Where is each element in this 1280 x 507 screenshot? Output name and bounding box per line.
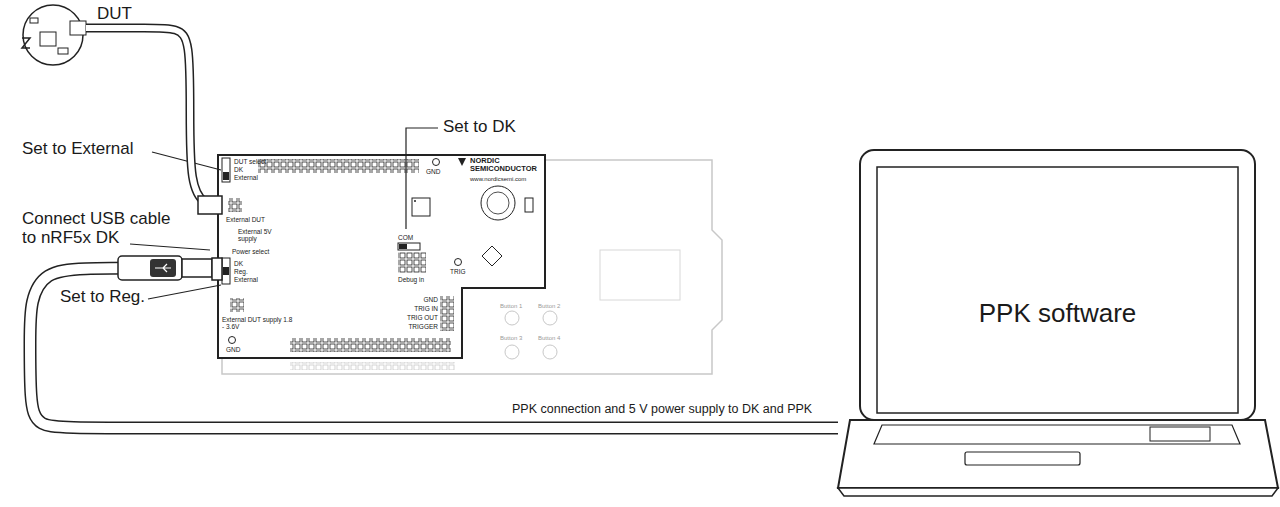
callout-text: Set to DK [443,118,516,137]
usb-symbol [155,264,171,272]
logo-text: NORDIC SEMICONDUCTOR [470,157,550,174]
callout-text: Set to Reg. [60,288,145,307]
button-label: Button 4 [538,335,560,342]
button-label: Button 2 [538,303,560,310]
switch-knob [399,244,407,249]
switch-knob [223,267,229,275]
board-silkscreen: Debug in [398,276,424,283]
pin-header [290,338,451,352]
slide-switch [398,243,420,250]
pin-header [230,298,244,312]
cable-label: PPK connection and 5 V power supply to D… [510,403,814,417]
board-silkscreen: Power select [232,248,269,255]
battery-holder [487,192,509,214]
leader-line [406,128,438,229]
ppk-board-outline [218,155,545,358]
board-silkscreen: TRIG [450,268,466,275]
chip-dot [414,200,416,202]
button-label: Button 3 [500,335,522,342]
board-silkscreen: Reg. [234,268,248,275]
chip-symbol [412,198,430,216]
test-point [455,259,462,266]
component [58,48,68,54]
cable-core [86,28,218,205]
usb-icon [150,259,176,277]
device-label: DUT [97,5,132,24]
cable [86,28,218,205]
dut-board: DUT [20,4,86,66]
logo-mark [458,158,466,166]
laptop-display [877,167,1238,413]
logo-mark [22,38,30,48]
pin-header [440,296,454,331]
slide-switch [222,158,230,182]
laptop-keyboard [1150,427,1210,441]
pin-name: GND [398,296,438,303]
connector [70,21,86,35]
board-silkscreen: External 5V supply [238,228,274,242]
pin-name: TRIGGER [398,323,438,330]
button-label: Button 1 [500,303,522,310]
button-symbol [505,345,519,359]
ppk-board: DUT selectDKExternalExternal DUTExternal… [218,155,545,358]
laptop-screen [860,150,1255,420]
cable [30,268,838,428]
board-silkscreen: GND [426,168,440,175]
board-silkscreen: DK [234,260,243,267]
led-symbol [525,198,533,212]
board-silkscreen: GND [226,346,240,353]
laptop-lip [838,488,1278,496]
board-silkscreen: External DUT [226,216,265,223]
laptop-keyboard [874,425,1240,444]
button-symbol [543,345,557,359]
pin-header [258,159,419,173]
cable-core [30,268,838,428]
laptop-base [838,420,1278,488]
connector [198,196,222,214]
chip-symbol [40,32,56,46]
cable-group [86,28,218,205]
laptop-touchpad [965,452,1080,465]
callout-text: Set to External [22,140,134,159]
board-silkscreen: External [234,174,258,181]
leader-line [130,244,210,250]
board-silkscreen: External [234,276,258,283]
board-silkscreen: DUT select [234,158,266,165]
cable-group [30,268,838,428]
pin-header [398,252,426,273]
button-symbol [543,311,557,325]
switch-knob [223,172,229,180]
laptop: PPK software [838,150,1278,496]
usb-plug-metal [182,259,212,277]
screen-text: PPK software [877,299,1238,328]
callout-text: Connect USB cable to nRF5x DK [22,210,172,247]
dk-header [290,362,455,370]
board-silkscreen: COM [398,234,413,241]
usb-socket [212,258,222,280]
pin-name: TRIG OUT [398,314,438,321]
pin-header [228,198,242,212]
crystal-symbol [482,246,502,266]
battery-holder [481,186,515,220]
test-point [433,159,440,166]
dk-component [600,250,680,300]
test-point [229,337,236,344]
leader-line [148,285,221,299]
pin-name: TRIG IN [398,305,438,312]
button-symbol [505,311,519,325]
slide-switch [222,258,230,284]
component [30,18,38,23]
board-silkscreen: External DUT supply 1.8 - 3.6V [222,316,294,330]
board-silkscreen: www.nordicsemi.com [470,176,526,183]
usb-plug [118,256,182,280]
board-silkscreen: DK [234,166,243,173]
